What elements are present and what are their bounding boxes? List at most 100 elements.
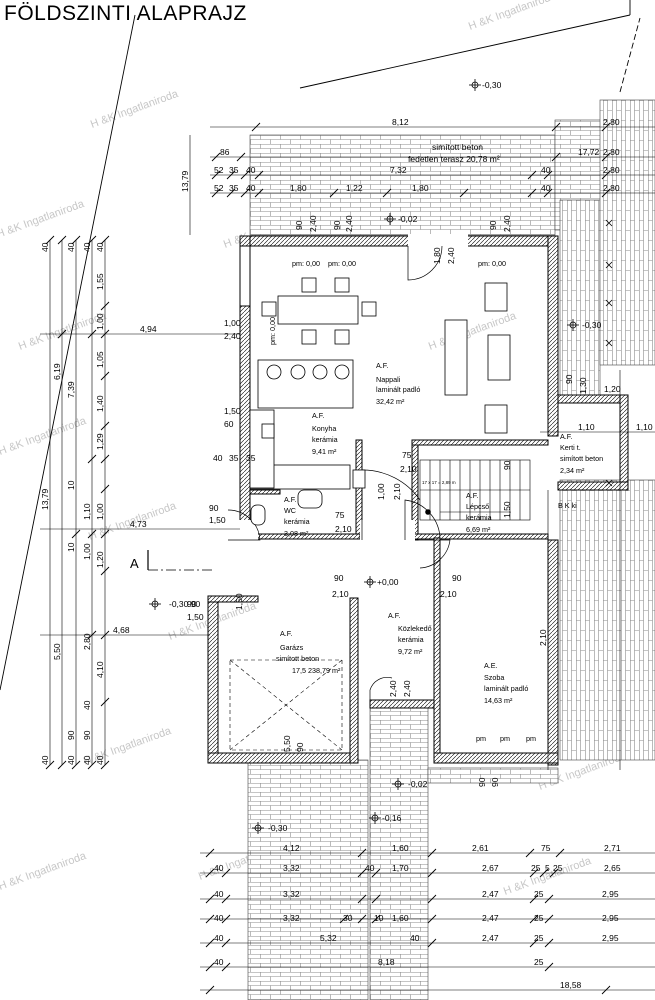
wall-kitchen-south (249, 489, 281, 495)
svg-text:90: 90 (187, 599, 197, 609)
svg-text:Konyha: Konyha (312, 424, 336, 433)
svg-text:1,29: 1,29 (95, 433, 105, 450)
svg-text:laminált padló: laminált padló (376, 385, 420, 394)
svg-text:40: 40 (541, 165, 551, 175)
svg-text:4,68: 4,68 (113, 625, 130, 635)
svg-text:1,50: 1,50 (234, 593, 244, 610)
svg-text:6,69 m²: 6,69 m² (466, 525, 491, 534)
svg-text:35: 35 (229, 453, 239, 463)
svg-text:40: 40 (365, 863, 375, 873)
page-title: FÖLDSZINTI ALAPRAJZ (4, 2, 247, 25)
svg-text:90: 90 (209, 503, 219, 513)
svg-text:1,80: 1,80 (290, 183, 307, 193)
svg-text:86: 86 (220, 147, 230, 157)
svg-text:90: 90 (502, 460, 512, 470)
tags: pm: 0,00 pm: 0,00 pm: 0,00 pm: 0,00 pm p… (268, 259, 577, 743)
svg-text:90: 90 (564, 374, 574, 384)
dimension-lines (40, 126, 655, 991)
svg-text:2,61: 2,61 (472, 843, 489, 853)
svg-text:25: 25 (553, 863, 563, 873)
svg-text:40: 40 (213, 453, 223, 463)
svg-text:Nappali: Nappali (376, 375, 401, 384)
level-label: +0,00 (377, 577, 399, 587)
svg-text:1,50: 1,50 (187, 612, 204, 622)
wall-store (557, 394, 629, 404)
dimension-ticks-top (211, 122, 611, 198)
sofa (444, 319, 468, 396)
svg-text:1,70: 1,70 (392, 863, 409, 873)
svg-text:40: 40 (66, 755, 76, 765)
wall-room-east (547, 539, 559, 766)
svg-text:5: 5 (545, 863, 550, 873)
svg-text:2,80: 2,80 (603, 147, 620, 157)
level-label: -0,30 (482, 80, 502, 90)
paving (247, 99, 655, 1000)
wall-garage-north (207, 595, 259, 603)
svg-text:5,50: 5,50 (52, 643, 62, 660)
svg-text:1,40: 1,40 (95, 395, 105, 412)
svg-text:simított beton: simított beton (276, 654, 319, 663)
driveway-paving (247, 759, 369, 1000)
svg-text:simított beton: simított beton (560, 454, 603, 463)
section-marker: A (130, 550, 215, 571)
svg-text:kerámia: kerámia (312, 435, 338, 444)
level-labels: -0,30 -0,02 -0,30 +0,00 -0,30 90 -0,02 -… (169, 80, 602, 833)
svg-text:40: 40 (82, 755, 92, 765)
wall-garage-south (207, 752, 359, 764)
pm-tag: pm (500, 734, 510, 743)
door-openings (228, 234, 468, 542)
svg-text:2,40: 2,40 (446, 247, 456, 264)
stair-note: 17 x 17 = 2,89 m (422, 480, 456, 485)
svg-text:2,47: 2,47 (482, 889, 499, 899)
svg-text:1,00: 1,00 (95, 313, 105, 330)
svg-text:3,32: 3,32 (283, 863, 300, 873)
level-label: -0,02 (398, 214, 418, 224)
level-label: -0,30 90 (169, 599, 200, 609)
terrace-area: fedetlen terasz 20,78 m² (408, 154, 500, 164)
svg-text:A.E.: A.E. (484, 661, 498, 670)
svg-text:2,71: 2,71 (604, 843, 621, 853)
svg-text:75: 75 (335, 510, 345, 520)
dining-table (277, 295, 359, 325)
svg-text:A.F.: A.F. (560, 432, 572, 441)
wall-north (239, 235, 559, 247)
svg-text:1,30: 1,30 (578, 377, 588, 394)
svg-text:40: 40 (95, 755, 105, 765)
svg-text:17,5 238,79 m²: 17,5 238,79 m² (292, 666, 341, 675)
svg-text:2,80: 2,80 (603, 183, 620, 193)
wc-basin (297, 489, 323, 509)
svg-text:1,00: 1,00 (95, 503, 105, 520)
wall-west-upper (239, 245, 251, 307)
watermark: H &K Ingatlaniroda (0, 415, 89, 458)
section-label: A (130, 556, 139, 571)
svg-text:3,32: 3,32 (283, 889, 300, 899)
svg-text:2,10: 2,10 (440, 589, 457, 599)
svg-text:Szoba: Szoba (484, 673, 504, 682)
svg-text:30: 30 (343, 913, 353, 923)
side-label: B K ki (558, 501, 577, 510)
svg-text:9,41 m²: 9,41 m² (312, 447, 337, 456)
svg-text:90: 90 (66, 730, 76, 740)
svg-text:2,40: 2,40 (224, 331, 241, 341)
terrace-paving (249, 134, 556, 236)
svg-text:A.F.: A.F. (466, 491, 478, 500)
watermark: H &K Ingatlaniroda (467, 0, 559, 33)
svg-text:A.F.: A.F. (312, 411, 324, 420)
svg-text:4,12: 4,12 (283, 843, 300, 853)
svg-text:A.F.: A.F. (284, 495, 296, 504)
svg-text:9,72 m²: 9,72 m² (398, 647, 423, 656)
svg-text:7,39: 7,39 (66, 381, 76, 398)
svg-text:25: 25 (534, 913, 544, 923)
svg-text:2,10: 2,10 (335, 524, 352, 534)
svg-text:Lépcső: Lépcső (466, 502, 489, 511)
svg-text:18,58: 18,58 (560, 980, 582, 990)
svg-text:25: 25 (534, 957, 544, 967)
svg-text:2,10: 2,10 (400, 464, 417, 474)
svg-text:kerámia: kerámia (284, 517, 310, 526)
svg-text:10: 10 (66, 480, 76, 490)
svg-text:1,22: 1,22 (346, 183, 363, 193)
